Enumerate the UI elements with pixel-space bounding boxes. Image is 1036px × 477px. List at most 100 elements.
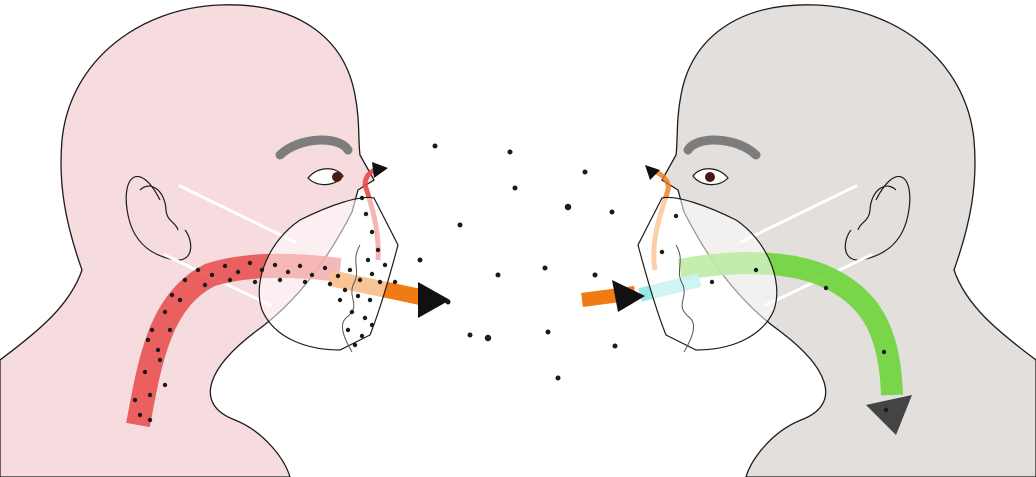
- right-eyebrow: [683, 135, 761, 160]
- particle: [349, 309, 355, 315]
- right-lips-outline: [675, 244, 694, 353]
- particle: [177, 297, 183, 303]
- particle: [235, 269, 241, 275]
- right-iris: [705, 172, 715, 182]
- particle: [612, 343, 618, 349]
- particle: [609, 209, 615, 215]
- particle: [445, 299, 451, 305]
- particle: [132, 397, 138, 403]
- particle: [327, 281, 333, 287]
- particle: [363, 211, 369, 217]
- particle: [345, 327, 351, 333]
- particle: [167, 327, 173, 333]
- inhale-nose-arrowhead: [645, 165, 660, 180]
- left-person: [0, 4, 375, 477]
- particle: [377, 279, 383, 285]
- particle: [369, 322, 375, 328]
- left-face-mask: [258, 196, 399, 351]
- particle: [162, 309, 168, 315]
- exhale-mouth-arrowhead: [418, 282, 450, 318]
- particle: [182, 277, 188, 283]
- left-mask-strap-upper: [178, 184, 297, 244]
- particle: [659, 249, 665, 255]
- left-iris: [332, 172, 342, 182]
- right-person: [661, 4, 1036, 477]
- particle: [564, 203, 572, 211]
- particle: [259, 267, 265, 273]
- particle: [272, 262, 278, 268]
- particle: [247, 260, 253, 266]
- particle: [467, 332, 473, 338]
- particle: [322, 265, 328, 271]
- particle: [209, 272, 215, 278]
- particle: [302, 279, 308, 285]
- particle: [355, 293, 361, 299]
- particle: [512, 185, 518, 191]
- particle: [369, 229, 375, 235]
- particle: [359, 333, 365, 339]
- particle: [162, 382, 168, 388]
- particle: [542, 265, 548, 271]
- particle: [673, 213, 679, 219]
- right-face-mask: [637, 196, 778, 351]
- particle: [369, 271, 375, 277]
- particle: [823, 285, 829, 291]
- right-ear: [844, 176, 911, 261]
- particle: [169, 292, 175, 298]
- particle: [335, 273, 341, 279]
- inhale-mouth-arrowhead: [612, 280, 645, 312]
- particle: [495, 272, 501, 278]
- left-eyebrow: [275, 135, 353, 160]
- particle: [277, 277, 283, 283]
- particle: [359, 195, 365, 201]
- particle: [382, 262, 388, 268]
- particle: [145, 337, 151, 343]
- particle: [545, 329, 551, 335]
- particle: [147, 392, 153, 398]
- particle: [155, 347, 161, 353]
- particle: [457, 222, 463, 228]
- particle: [362, 315, 368, 321]
- particle: [337, 297, 343, 303]
- particle: [357, 277, 363, 283]
- particle: [342, 287, 348, 293]
- particle: [202, 282, 208, 288]
- particles: [132, 143, 889, 423]
- particle: [592, 272, 598, 278]
- particle: [222, 263, 228, 269]
- particle: [582, 169, 588, 175]
- particle: [367, 297, 373, 303]
- particle: [881, 349, 887, 355]
- right-mask-strap-upper: [739, 184, 858, 244]
- particle: [195, 267, 201, 273]
- particle: [432, 143, 438, 149]
- particle: [417, 257, 423, 263]
- particle: [709, 279, 715, 285]
- particle: [297, 263, 303, 269]
- exhale-nose-arrowhead: [372, 162, 388, 178]
- right-ear-inner: [857, 185, 897, 231]
- particle: [137, 412, 143, 418]
- particle: [507, 149, 513, 155]
- particle: [142, 369, 148, 375]
- particle: [484, 334, 492, 342]
- particle: [392, 279, 398, 285]
- particle: [252, 279, 258, 285]
- particle: [352, 342, 358, 348]
- particle: [309, 272, 315, 278]
- particle: [753, 267, 759, 273]
- particle: [555, 375, 561, 381]
- particle: [365, 257, 371, 263]
- particle: [347, 267, 353, 273]
- particle: [227, 277, 233, 283]
- particle: [883, 407, 889, 413]
- particle: [285, 269, 291, 275]
- particle: [149, 327, 155, 333]
- particle: [375, 247, 381, 253]
- particle: [157, 357, 163, 363]
- left-lips-outline: [342, 244, 361, 353]
- particle: [147, 417, 153, 423]
- left-ear-inner: [139, 185, 179, 231]
- left-head: [0, 4, 375, 477]
